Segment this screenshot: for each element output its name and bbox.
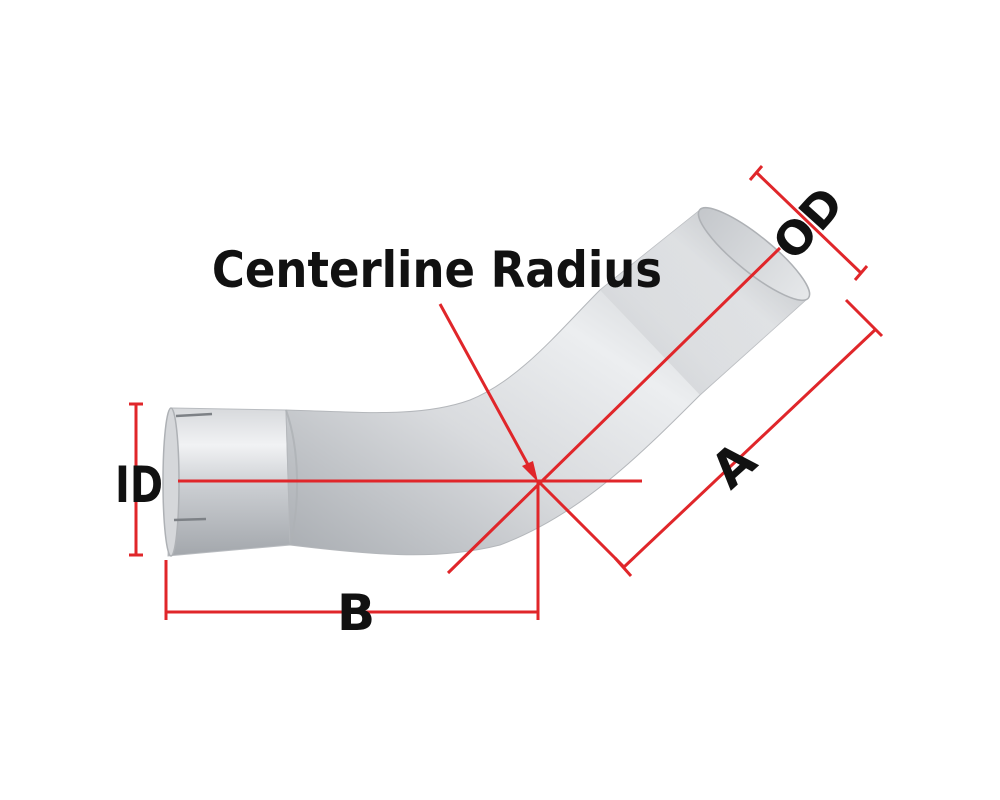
dimension-lines xyxy=(129,165,884,620)
centerline-radius-label: Centerline Radius xyxy=(212,242,662,300)
id-label: ID xyxy=(115,456,163,515)
a-tick-top xyxy=(844,298,884,338)
centerline-diagonal xyxy=(446,246,782,575)
a-tick-bottom xyxy=(613,557,633,577)
centerline-radius-leader xyxy=(438,303,534,473)
pipe-mouth-left xyxy=(162,407,180,557)
pipe-slot-bottom xyxy=(173,517,207,522)
pipe-shoulder xyxy=(285,409,299,546)
leader-arrowhead xyxy=(522,461,538,482)
od-tick-top xyxy=(748,165,764,181)
exhaust-pipe-elbow xyxy=(162,207,811,557)
od-dimension-line xyxy=(754,170,863,275)
radius-perpendicular xyxy=(536,479,626,569)
a-dimension-line xyxy=(622,327,878,569)
b-label: B xyxy=(337,584,375,642)
od-tick-bottom xyxy=(853,265,869,281)
pipe-mouth-top xyxy=(697,207,811,301)
pipe-slot-top xyxy=(175,412,213,418)
